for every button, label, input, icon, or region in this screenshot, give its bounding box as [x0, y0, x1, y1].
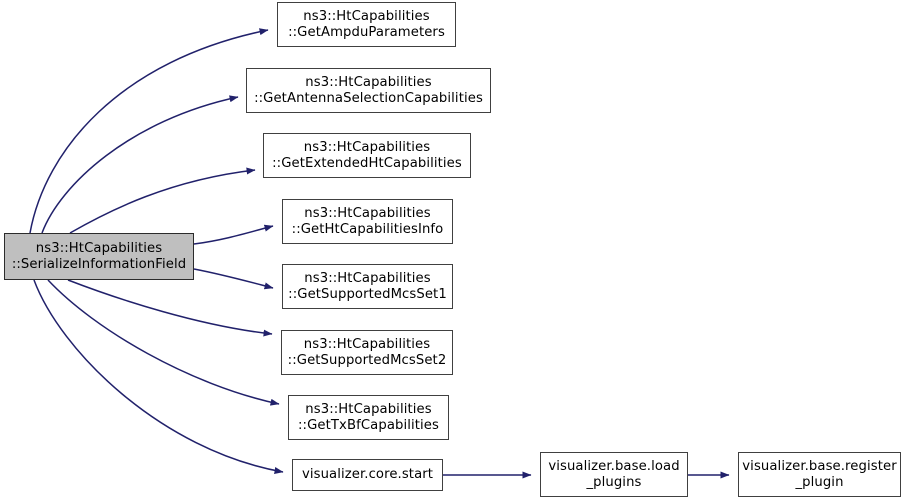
edge-root-to-get-ht-capabilities-info: [193, 224, 274, 245]
node-label-get-ampdu-parameters: ns3::HtCapabilities ::GetAmpduParameters: [288, 9, 445, 40]
edges-group: [29, 28, 730, 479]
edge-root-to-get-ampdu-parameters: [29, 28, 269, 234]
node-label-visualizer-core-start: visualizer.core.start: [301, 467, 434, 483]
edge-root-to-get-tx-bf-capabilities: [47, 279, 280, 406]
node-label-get-supported-mcs-set2: ns3::HtCapabilities ::GetSupportedMcsSet…: [287, 337, 447, 368]
node-visualizer-core-start[interactable]: visualizer.core.start: [292, 459, 443, 491]
node-get-antenna-selection-capabilities[interactable]: ns3::HtCapabilities ::GetAntennaSelectio…: [246, 68, 491, 113]
node-get-ht-capabilities-info[interactable]: ns3::HtCapabilities ::GetHtCapabilitiesI…: [282, 199, 453, 244]
node-label-get-antenna-selection-capabilities: ns3::HtCapabilities ::GetAntennaSelectio…: [254, 75, 483, 106]
edge-root-to-visualizer-core-start: [33, 279, 284, 474]
node-get-ampdu-parameters[interactable]: ns3::HtCapabilities ::GetAmpduParameters: [277, 2, 456, 47]
node-root[interactable]: ns3::HtCapabilities ::SerializeInformati…: [4, 233, 194, 280]
node-get-supported-mcs-set1[interactable]: ns3::HtCapabilities ::GetSupportedMcsSet…: [282, 264, 453, 309]
edge-root-to-get-antenna-selection-capabilities: [41, 95, 239, 234]
node-get-tx-bf-capabilities[interactable]: ns3::HtCapabilities ::GetTxBfCapabilitie…: [288, 395, 449, 440]
node-visualizer-base-register-plugin[interactable]: visualizer.base.register _plugin: [738, 452, 901, 497]
node-label-get-tx-bf-capabilities: ns3::HtCapabilities ::GetTxBfCapabilitie…: [298, 402, 439, 433]
node-label-visualizer-base-load-plugins: visualizer.base.load _plugins: [548, 459, 680, 490]
node-label-get-supported-mcs-set1: ns3::HtCapabilities ::GetSupportedMcsSet…: [288, 271, 447, 302]
node-get-supported-mcs-set2[interactable]: ns3::HtCapabilities ::GetSupportedMcsSet…: [281, 330, 453, 375]
node-visualizer-base-load-plugins[interactable]: visualizer.base.load _plugins: [540, 452, 688, 497]
edge-root-to-get-supported-mcs-set1: [193, 268, 274, 290]
node-label-get-extended-ht-capabilities: ns3::HtCapabilities ::GetExtendedHtCapab…: [272, 140, 462, 171]
edge-root-to-get-extended-ht-capabilities: [69, 167, 256, 234]
node-label-root: ns3::HtCapabilities ::SerializeInformati…: [11, 241, 187, 272]
node-label-get-ht-capabilities-info: ns3::HtCapabilities ::GetHtCapabilitiesI…: [291, 206, 444, 237]
edge-root-to-get-supported-mcs-set2: [67, 279, 273, 337]
node-label-visualizer-base-register-plugin: visualizer.base.register _plugin: [742, 459, 897, 490]
node-get-extended-ht-capabilities[interactable]: ns3::HtCapabilities ::GetExtendedHtCapab…: [263, 133, 471, 178]
